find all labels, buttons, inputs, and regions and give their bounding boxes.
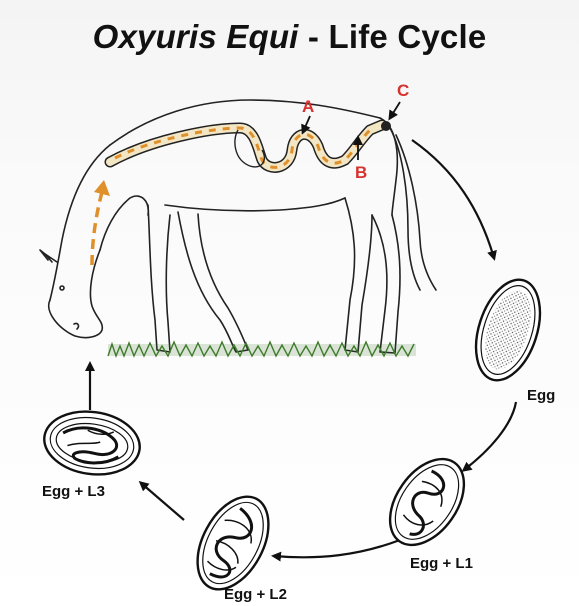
larva-migration-arrow (94, 180, 110, 196)
egg-stage-l3 (40, 406, 144, 481)
arrow-l2-to-l3 (141, 483, 184, 520)
horse-belly (165, 198, 345, 211)
arrow-egg-to-l1 (464, 402, 516, 470)
horse-neck-top (50, 145, 110, 300)
label-egg-l1: Egg + L1 (410, 555, 473, 572)
horse-hind-leg-1 (345, 198, 372, 352)
larva-migration-path (92, 192, 102, 265)
egg-stage-egg (464, 272, 551, 389)
horse-rump (380, 118, 397, 215)
horse-nostril (74, 323, 78, 329)
label-egg-l3: Egg + L3 (42, 483, 105, 500)
horse-tail (390, 128, 420, 290)
marker-c: C (381, 81, 409, 131)
horse-tail-2 (396, 135, 436, 290)
arrow-anus-to-egg (412, 140, 494, 258)
horse-front-leg-1 (148, 205, 170, 352)
arrow-l1-to-l2 (274, 540, 400, 557)
egg-stage-l1 (375, 445, 479, 558)
horse-hind-leg-2 (372, 215, 400, 353)
label-egg: Egg (527, 387, 555, 404)
digestive-tract (110, 125, 382, 167)
marker-a-label: A (302, 97, 314, 116)
horse-front-leg-2 (178, 212, 248, 352)
grass-strip (108, 342, 416, 356)
horse-head (49, 250, 103, 338)
marker-b-label: B (355, 163, 367, 182)
label-egg-l2: Egg + L2 (224, 586, 287, 603)
marker-a: A (302, 97, 314, 132)
horse-neck-under (100, 196, 148, 250)
marker-c-label: C (397, 81, 409, 100)
egg-stage-l2 (183, 485, 283, 601)
horse-illustration (40, 100, 436, 353)
horse-eye (60, 286, 64, 290)
horse-back (110, 100, 380, 145)
